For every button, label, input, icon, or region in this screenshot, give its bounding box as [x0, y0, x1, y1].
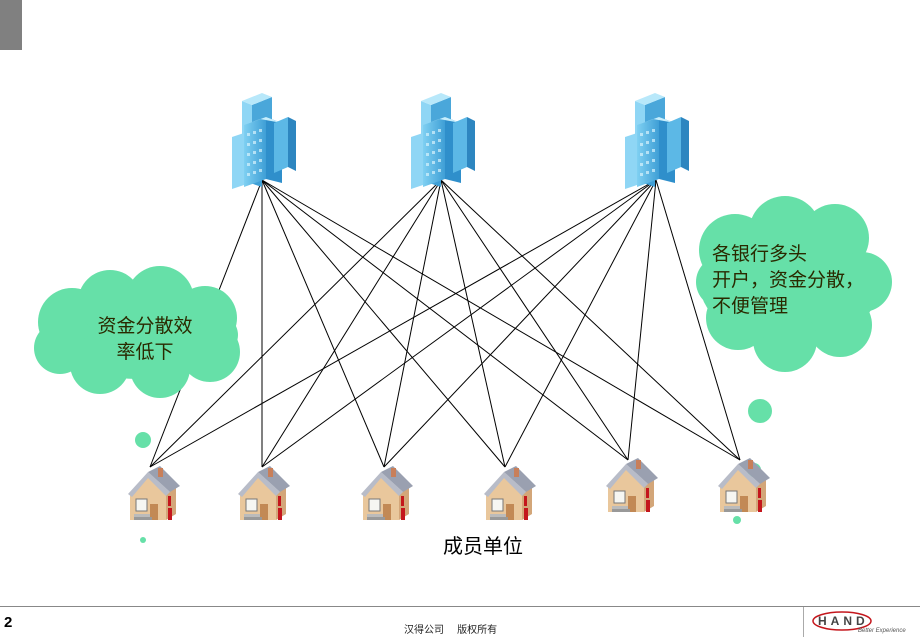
cloud-right-line-2: 开户，资金分散， [712, 269, 865, 291]
page-number: 2 [4, 614, 13, 631]
connection-lines [149, 179, 741, 468]
cloud-right-line-3: 不便管理 [712, 295, 789, 317]
cloud-left-line-2: 率低下 [116, 341, 174, 363]
member-unit-house-4 [483, 465, 537, 521]
hand-logo: HAND Better Experience [812, 611, 906, 634]
member-unit-house-3 [360, 465, 414, 521]
bank-building-3 [625, 93, 689, 189]
bank-building-2 [411, 93, 475, 189]
corner-decoration-bar [0, 0, 22, 50]
cloud-right [696, 196, 892, 524]
member-unit-house-1 [127, 465, 181, 521]
member-unit-house-2 [237, 465, 291, 521]
footer-copyright: 汉得公司 版权所有 [404, 625, 498, 636]
cloud-left-text: 资金分散效 率低下 [70, 313, 220, 365]
cloud-right-text: 各银行多头 开户，资金分散， 不便管理 [712, 241, 892, 319]
bank-building-1 [232, 93, 296, 189]
member-units-caption: 成员单位 [443, 534, 523, 558]
logo-brand: HAND [818, 614, 869, 628]
logo-divider [803, 607, 804, 637]
member-unit-house-5 [605, 457, 659, 513]
footer-divider [0, 606, 920, 607]
cloud-left-line-1: 资金分散效 [97, 315, 193, 337]
member-unit-house-6 [717, 457, 771, 513]
bank-network-diagram [34, 93, 892, 543]
cloud-left [34, 266, 240, 543]
logo-tagline: Better Experience [858, 628, 906, 634]
cloud-right-line-1: 各银行多头 [712, 243, 808, 265]
